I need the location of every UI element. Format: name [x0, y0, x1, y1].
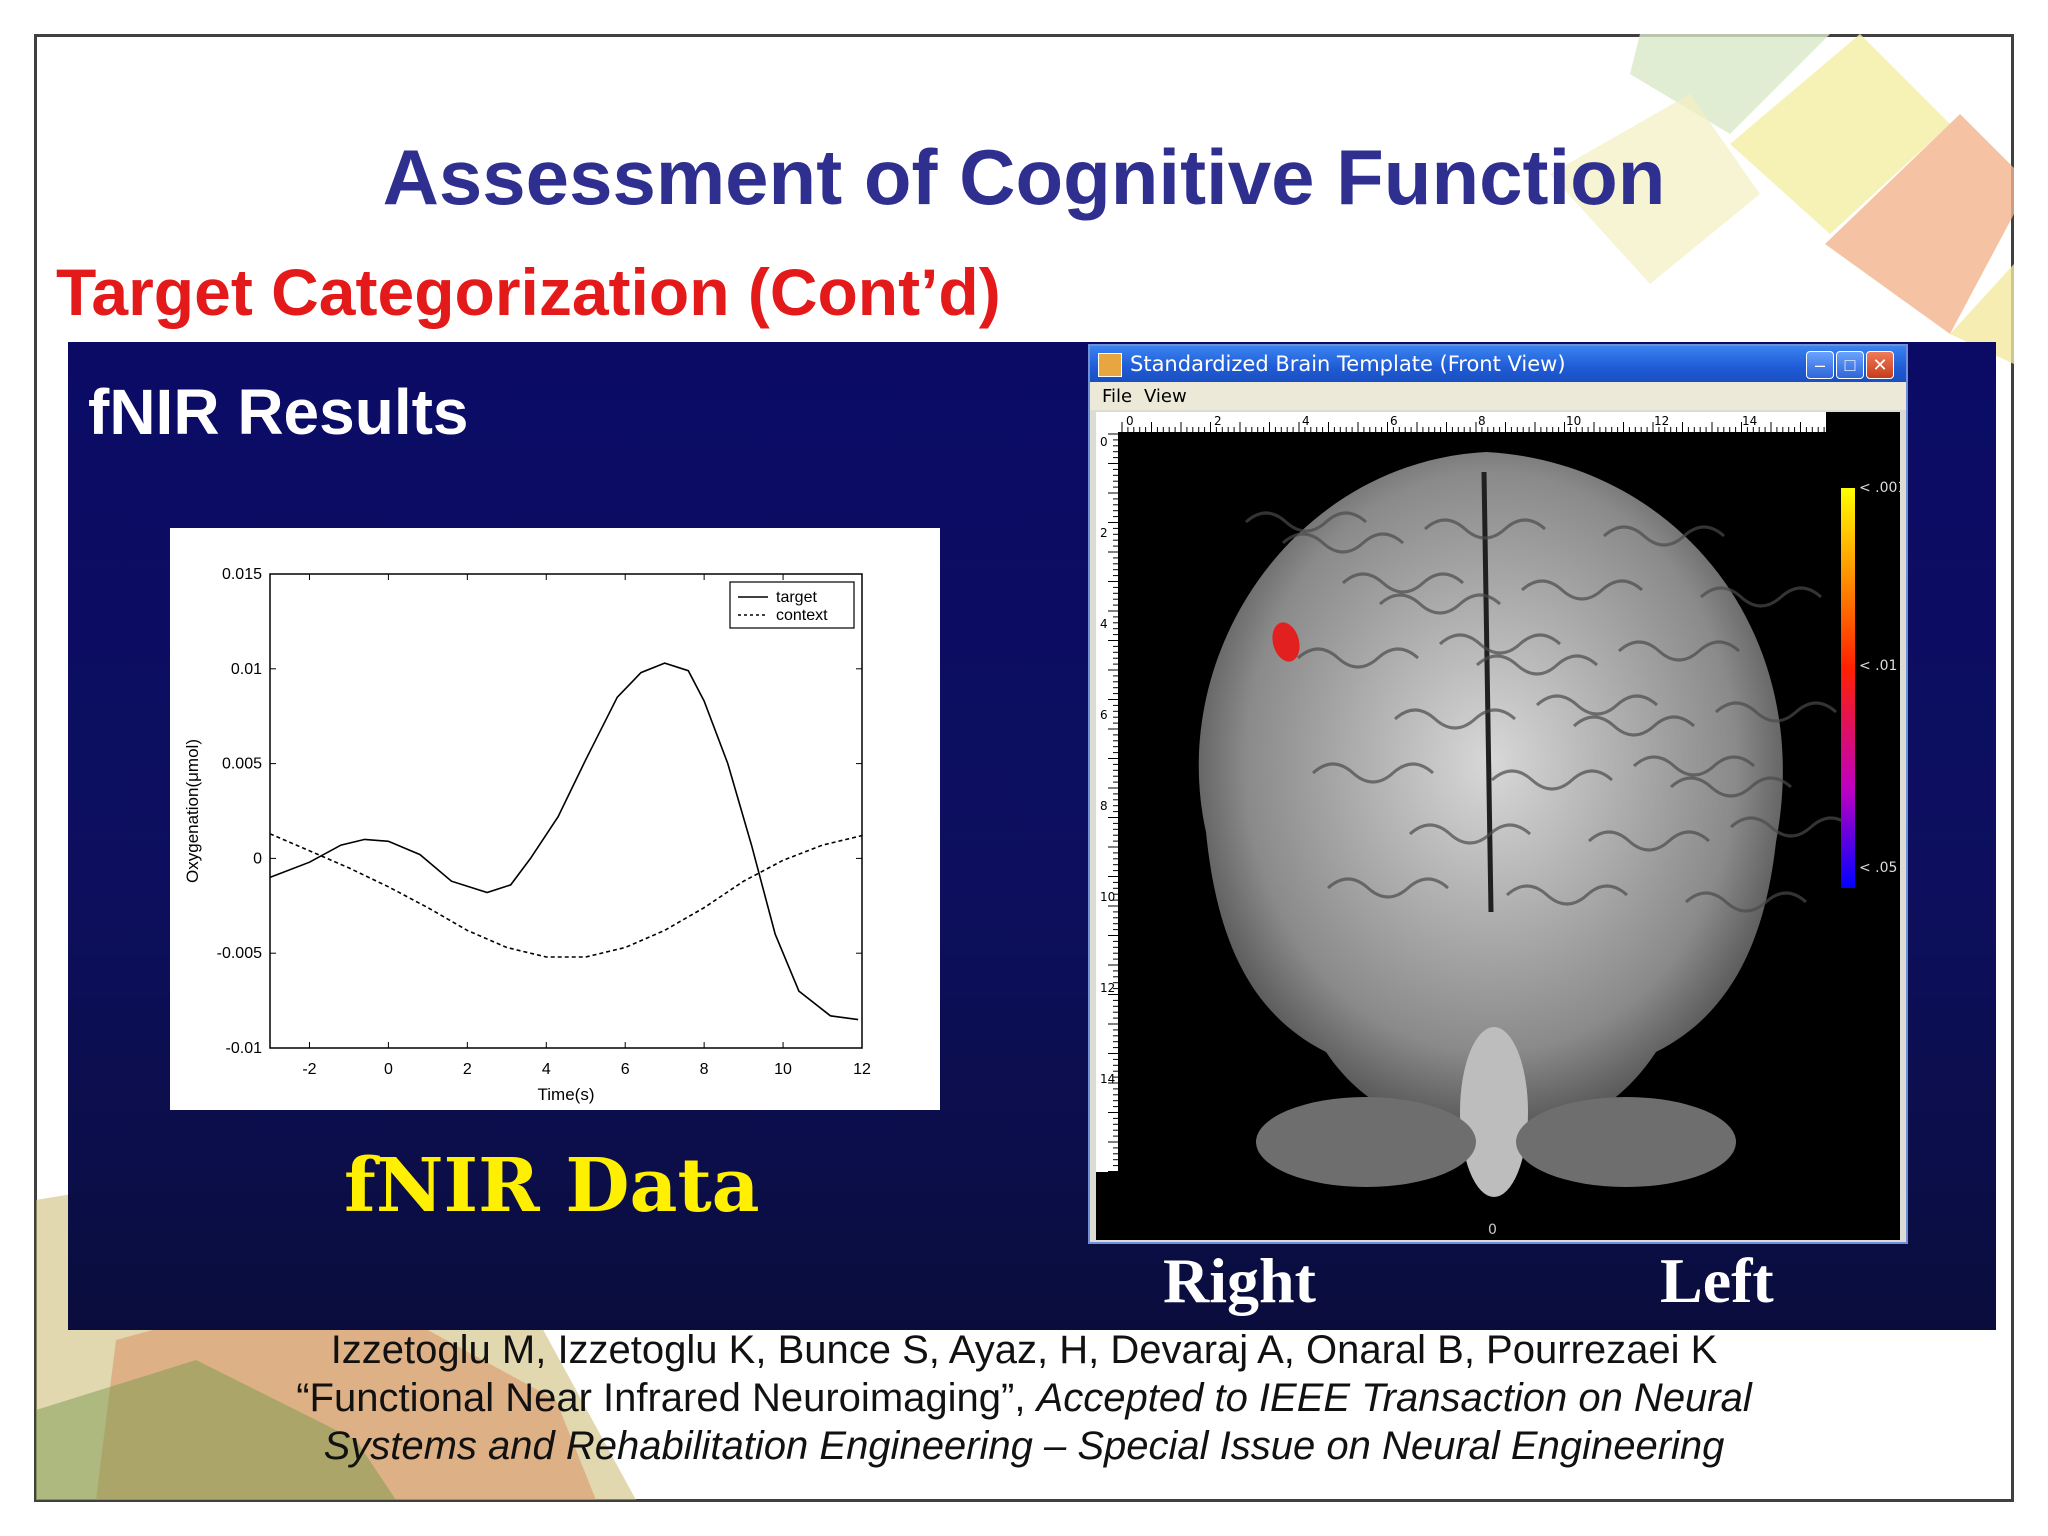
ruler-top-label: 6 — [1390, 414, 1398, 428]
cerebellum-left — [1256, 1097, 1476, 1187]
window-title: Standardized Brain Template (Front View) — [1130, 352, 1566, 376]
slide-subtitle: Target Categorization (Cont’d) — [56, 255, 1001, 329]
menu-file[interactable]: File — [1102, 386, 1133, 407]
series-line-target — [270, 662, 859, 1021]
x-tick-label: 2 — [463, 1061, 472, 1078]
menu-bar: File View — [1090, 382, 1906, 410]
colorbar — [1841, 488, 1855, 888]
ruler-top — [1096, 412, 1826, 432]
ruler-left-label: 4 — [1100, 617, 1108, 631]
series-line-context — [270, 833, 862, 958]
ruler-top-label: 8 — [1478, 414, 1486, 428]
decorative-diamonds — [1550, 34, 2014, 364]
brain-fissure — [1481, 471, 1494, 913]
ruler-left-label: 0 — [1100, 435, 1108, 449]
right-label: Right — [1163, 1245, 1316, 1316]
ruler-left-label: 14 — [1100, 1072, 1115, 1086]
x-tick-label: 8 — [700, 1061, 709, 1078]
legend-label-target: target — [776, 589, 817, 606]
page-title: Assessment of Cognitive Function — [382, 133, 1666, 221]
colorbar-label: < .05 — [1859, 860, 1897, 876]
ruler-top-label: 12 — [1654, 414, 1669, 428]
activation-spot — [1272, 622, 1300, 662]
x-tick-label: 4 — [542, 1061, 551, 1078]
plot-area — [269, 573, 863, 1049]
citation-title: “Functional Near Infrared Neuroimaging”, — [296, 1376, 1037, 1420]
chart-legend — [729, 581, 855, 629]
citation-journal-cont: Systems and Rehabilitation Engineering –… — [323, 1424, 1725, 1468]
citation-journal: Accepted to IEEE Transaction on Neural — [1036, 1376, 1752, 1420]
bottom-mark: 0 — [1488, 1222, 1497, 1238]
minimize-icon[interactable]: – — [1806, 351, 1834, 379]
x-tick-label: 0 — [384, 1061, 393, 1078]
ruler-left-label: 2 — [1100, 526, 1108, 540]
ruler-top-label: 10 — [1566, 414, 1581, 428]
citation: Izzetoglu M, Izzetoglu K, Bunce S, Ayaz,… — [0, 1326, 2048, 1470]
x-tick-label: 12 — [853, 1061, 871, 1078]
x-axis-label: Time(s) — [538, 1085, 595, 1104]
legend-label-context: context — [776, 607, 828, 624]
ruler-left-label: 12 — [1100, 981, 1115, 995]
ruler-left-label: 8 — [1100, 799, 1108, 813]
brain-view-svg: 0 2 4 6 8 10 12 14 0 2 4 6 8 10 12 14 < .001 < .01 < .05 0 — [1096, 412, 1906, 1238]
brain-image — [1198, 452, 1853, 1197]
ruler-top-label: 0 — [1126, 414, 1134, 428]
x-tick-label: 6 — [621, 1061, 630, 1078]
x-tick-label: -2 — [302, 1061, 316, 1078]
ruler-left — [1096, 412, 1118, 1172]
left-label: Left — [1660, 1245, 1774, 1316]
ruler-top-label: 14 — [1742, 414, 1757, 428]
results-heading: fNIR Results — [88, 376, 469, 448]
ruler-left-label: 10 — [1100, 890, 1115, 904]
ruler-left-label: 6 — [1100, 708, 1108, 722]
app-icon — [1098, 353, 1122, 377]
y-tick-label: -0.005 — [217, 945, 262, 962]
y-tick-label: 0.01 — [231, 661, 262, 678]
colorbar-label: < .001 — [1859, 480, 1900, 496]
brain-template-window[interactable]: Standardized Brain Template (Front View)… — [1088, 344, 1908, 1244]
x-tick-label: 10 — [774, 1061, 792, 1078]
citation-authors: Izzetoglu M, Izzetoglu K, Bunce S, Ayaz,… — [330, 1328, 1718, 1372]
y-tick-label: 0.005 — [222, 756, 262, 773]
ruler-top-label: 2 — [1214, 414, 1222, 428]
colorbar-label: < .01 — [1859, 658, 1897, 674]
data-caption: fNIR Data — [344, 1143, 760, 1229]
citation-line3: Systems and Rehabilitation Engineering –… — [0, 1422, 2048, 1470]
chart-svg: -2 0 2 4 6 8 10 12 0.015 0.01 0.005 0 -0.005 -0.01Tim… — [183, 566, 871, 1104]
cerebellum-right — [1516, 1097, 1736, 1187]
menu-view[interactable]: View — [1144, 386, 1187, 407]
y-axis-label: Oxygenation(μmol) — [183, 739, 202, 883]
brain-stem — [1460, 1027, 1528, 1197]
brain-canvas: 0 2 4 6 8 10 12 14 0 2 4 6 8 10 12 14 < .001 < .01 < .05 0 — [1096, 412, 1906, 1240]
citation-line2: “Functional Near Infrared Neuroimaging”,… — [0, 1374, 2048, 1422]
y-tick-label: 0.015 — [222, 566, 262, 583]
close-icon[interactable]: ✕ — [1866, 351, 1894, 379]
ruler-top-label: 4 — [1302, 414, 1310, 428]
y-tick-label: 0 — [253, 850, 262, 867]
maximize-icon[interactable]: □ — [1836, 351, 1864, 379]
window-titlebar[interactable]: Standardized Brain Template (Front View)… — [1090, 346, 1906, 382]
y-tick-label: -0.01 — [226, 1040, 263, 1057]
